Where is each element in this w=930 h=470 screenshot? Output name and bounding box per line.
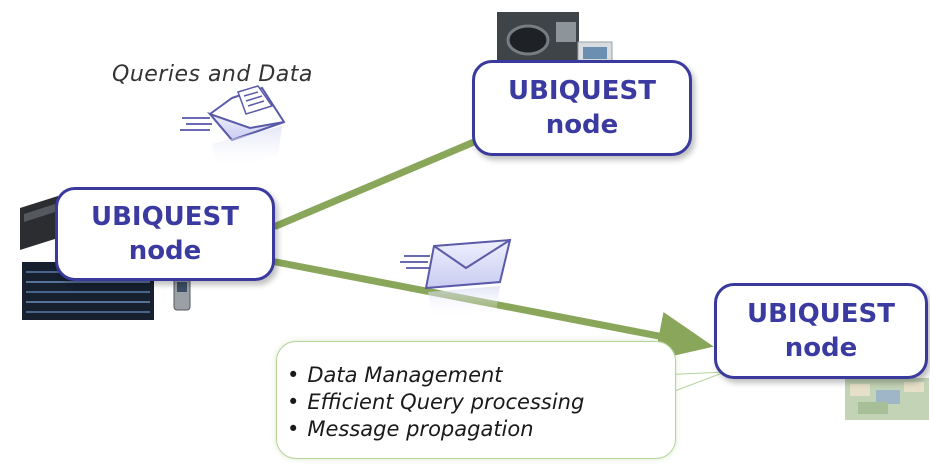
feature-label: Message propagation: [307, 417, 534, 441]
features-list: • Data Management • Efficient Query proces…: [287, 362, 675, 443]
ubiquest-node-top: UBIQUEST node: [472, 60, 692, 156]
server-photo: [20, 196, 58, 250]
node-title: UBIQUEST: [90, 202, 240, 232]
node-subtitle: node: [128, 236, 202, 266]
node-title: UBIQUEST: [507, 76, 657, 106]
node-title: UBIQUEST: [746, 299, 896, 329]
bullet-icon: •: [287, 417, 300, 441]
bullet-icon: •: [287, 363, 300, 387]
map-photo: [845, 378, 929, 420]
feature-item: • Message propagation: [287, 416, 675, 443]
car-interior-photo: [497, 12, 613, 65]
phone-photo: [173, 277, 191, 311]
bullet-icon: •: [287, 390, 300, 414]
features-callout: • Data Management • Efficient Query proces…: [276, 341, 676, 459]
ubiquest-node-left: UBIQUEST node: [55, 187, 275, 281]
feature-label: Data Management: [307, 363, 503, 387]
ubiquest-node-right: UBIQUEST node: [714, 283, 928, 379]
node-subtitle: node: [784, 333, 858, 363]
queries-and-data-caption: Queries and Data: [112, 62, 313, 87]
feature-label: Efficient Query processing: [307, 390, 585, 414]
link-left-to-top: [272, 138, 478, 230]
envelope-icon: [400, 238, 512, 318]
open-envelope-icon: [180, 85, 286, 170]
node-subtitle: node: [545, 110, 619, 140]
feature-item: • Data Management: [287, 362, 675, 389]
feature-item: • Efficient Query processing: [287, 389, 675, 416]
